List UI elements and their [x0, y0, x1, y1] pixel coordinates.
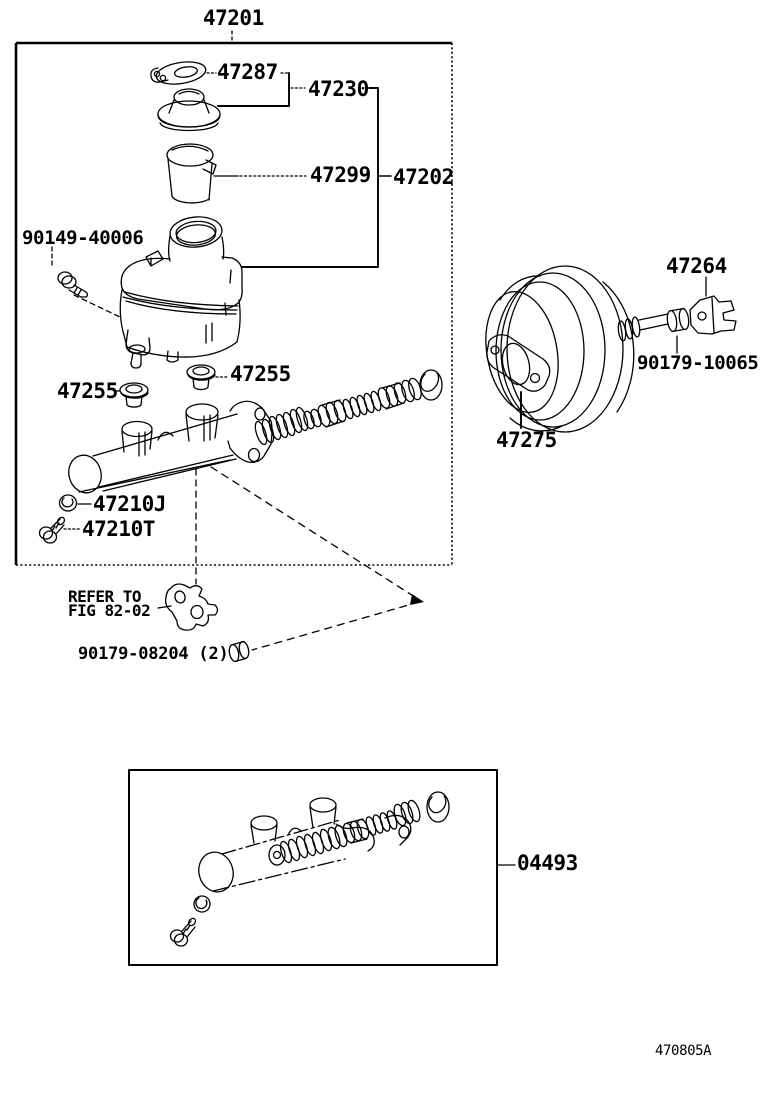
repair-kit-box [129, 770, 515, 965]
mounting-nut-drawing [228, 641, 250, 662]
part-label-47201[interactable]: 47201 [203, 6, 264, 30]
part-label-47299[interactable]: 47299 [310, 163, 371, 187]
part-label-47202[interactable]: 47202 [393, 165, 454, 189]
master-cylinder-drawing [64, 370, 442, 497]
grommet-left-drawing [114, 383, 148, 407]
part-label-47255-right[interactable]: 47255 [230, 362, 291, 386]
clevis-drawing [690, 277, 736, 334]
bleeder-plug-drawing [52, 247, 122, 318]
part-label-04493[interactable]: 04493 [517, 851, 578, 875]
part-label-47230[interactable]: 47230 [308, 77, 369, 101]
cap-gasket-drawing [151, 59, 216, 88]
washer-drawing [60, 495, 92, 511]
mounting-leader-lines [196, 467, 424, 650]
reservoir-tank-drawing [120, 215, 242, 368]
reservoir-cap-drawing [158, 89, 220, 131]
repair-kit-drawing [171, 792, 450, 946]
refer-note-line2: FIG 82-02 [68, 600, 151, 620]
part-label-47210T[interactable]: 47210T [82, 517, 155, 541]
part-label-47210J[interactable]: 47210J [93, 492, 166, 516]
brake-booster-drawing [477, 266, 668, 432]
refer-note-line1: REFER TO [68, 587, 142, 606]
label-bracket-lines [218, 73, 391, 267]
union-drawing [40, 516, 81, 543]
clevis-nut-drawing [666, 308, 690, 353]
part-label-90179-10065[interactable]: 90179-10065 [637, 352, 759, 374]
part-label-47255-left[interactable]: 47255 [57, 379, 118, 403]
part-label-47275[interactable]: 47275 [496, 428, 557, 452]
grommet-right-drawing [187, 365, 228, 390]
reservoir-filter-drawing [167, 144, 306, 203]
part-label-90179-08204[interactable]: 90179-08204 (2) [78, 644, 229, 664]
part-label-47264[interactable]: 47264 [666, 254, 727, 278]
main-assembly-box [16, 31, 452, 565]
figure-code: 470805A [655, 1043, 712, 1059]
part-label-47287[interactable]: 47287 [217, 60, 278, 84]
booster-gasket-drawing [487, 335, 550, 428]
bracket-drawing [158, 584, 218, 630]
part-label-90149-40006[interactable]: 90149-40006 [22, 227, 144, 249]
